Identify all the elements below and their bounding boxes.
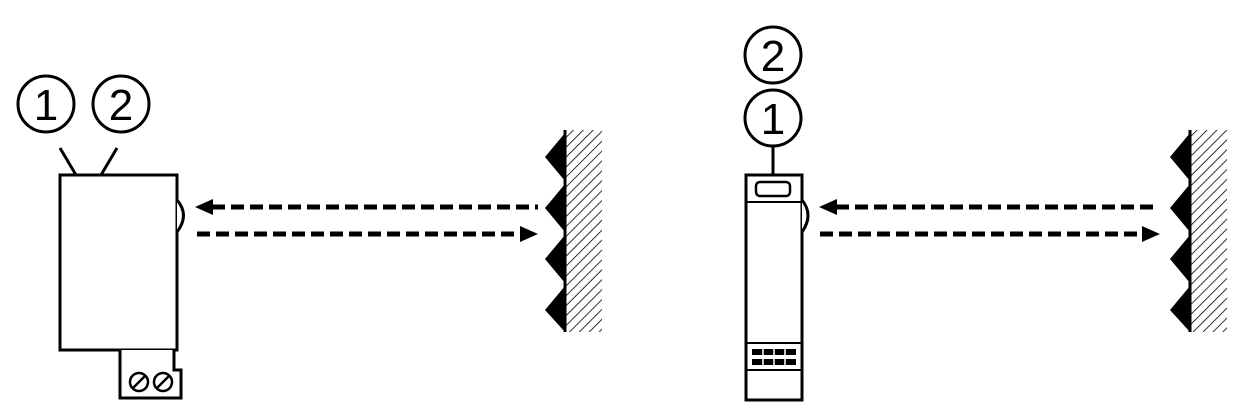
left-screw-2-slot <box>156 375 170 389</box>
left-reflector-prisms <box>545 133 565 332</box>
left-emit-arrowhead <box>520 226 538 242</box>
right-callout-2-circle <box>743 25 803 85</box>
right-callout-1-label: 1 <box>761 95 785 144</box>
left-connector-block <box>118 350 183 400</box>
right-sensor-led-window <box>754 180 792 198</box>
right-sensor-housing <box>744 173 804 402</box>
left-reflector-hatching <box>565 130 602 332</box>
right-sensor-lens <box>800 199 810 233</box>
left-return-arrowhead <box>195 199 213 215</box>
left-sensor-lens <box>175 199 185 233</box>
left-leader-2 <box>99 147 119 176</box>
right-sensor-assembly: 2 1 <box>743 25 1227 402</box>
right-emit-arrowhead <box>1142 226 1160 242</box>
left-callout-2-label: 2 <box>109 81 133 130</box>
left-sensor-assembly: 1 2 <box>16 74 602 400</box>
right-sensor-connector-grille <box>746 342 802 371</box>
left-sensor-housing <box>58 173 179 352</box>
left-callout-2-circle <box>91 74 151 134</box>
left-callout-1-circle <box>16 74 76 134</box>
right-return-arrowhead <box>819 199 837 215</box>
right-callout-2-label: 2 <box>761 32 785 81</box>
left-leader-1 <box>58 147 78 176</box>
right-reflector-hatching <box>1190 130 1227 332</box>
left-callout-1-label: 1 <box>34 81 58 130</box>
right-reflector-prisms <box>1170 133 1190 332</box>
left-screw-1-slot <box>132 375 146 389</box>
